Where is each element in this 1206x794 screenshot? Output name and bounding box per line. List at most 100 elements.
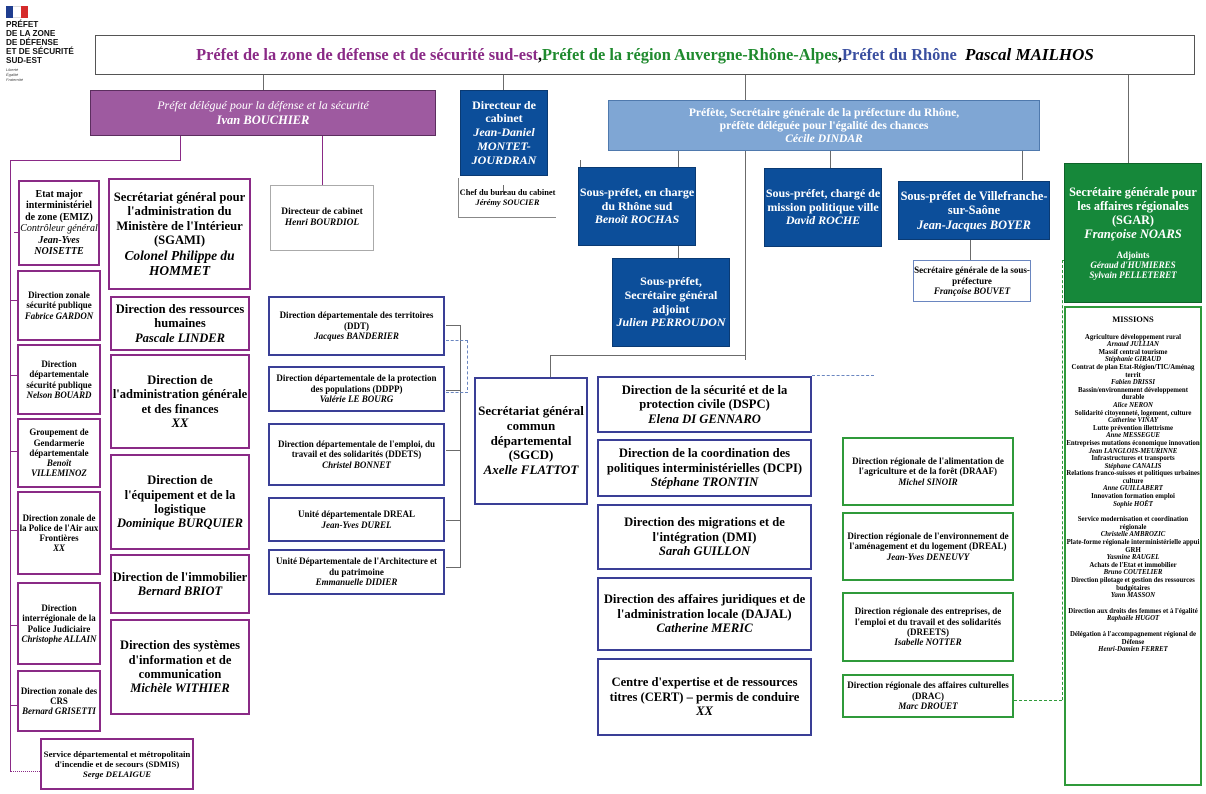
- connector: [10, 771, 40, 772]
- mission-item: Solidarité citoyenneté, logement, cultur…: [1074, 409, 1192, 425]
- regional-dir-box: Direction régionale de l'environnement d…: [842, 512, 1014, 581]
- mission-item: Direction aux droits des femmes et à l'é…: [1068, 607, 1198, 623]
- connector: [10, 160, 11, 772]
- connector: [10, 300, 18, 301]
- missions-box: MISSIONS Agriculture développement rural…: [1064, 306, 1202, 786]
- connector: [830, 150, 831, 168]
- mission-item: Entreprises mutations économique innovat…: [1066, 439, 1200, 455]
- french-flag-icon: [6, 6, 28, 18]
- connector: [10, 375, 18, 376]
- connector: [1062, 260, 1063, 700]
- ddi-box: Direction départementale de l'emploi, du…: [268, 423, 445, 486]
- sous-prefet-adjoint-box: Sous-préfet, Secrétaire général adjoint …: [612, 258, 730, 347]
- left-col-box: Direction zonale de la Police de l'Air a…: [17, 491, 101, 575]
- prefet-name: Pascal MAILHOS: [964, 45, 1094, 64]
- pref-dir-box: Direction des affaires juridiques et de …: [597, 577, 812, 651]
- connector: [446, 392, 468, 393]
- mission-item: Plate-forme régionale interministérielle…: [1066, 539, 1200, 562]
- connector: [10, 530, 18, 531]
- sg-prefecture-box: Préfète, Secrétaire générale de la préfe…: [608, 100, 1040, 151]
- mission-item: Bassin/environnement développement durab…: [1078, 386, 1188, 409]
- regional-dir-box: Direction régionale des entreprises, de …: [842, 592, 1014, 662]
- connector: [812, 375, 874, 376]
- mission-item: Relations franco-suisses et politiques u…: [1066, 470, 1200, 493]
- left-col-box: Direction interrégionale de la Police Ju…: [17, 582, 101, 665]
- connector: [263, 75, 264, 90]
- regional-dir-box: Direction régionale des affaires culture…: [842, 674, 1014, 718]
- ddi-box: Direction départementale des territoires…: [268, 296, 445, 356]
- prefet-delegue-box: Préfet délégué pour la défense et la séc…: [90, 90, 436, 136]
- title-region: Préfet de la région Auvergne-Rhône-Alpes: [542, 45, 838, 64]
- prefet-delegue-title: Préfet délégué pour la défense et la séc…: [157, 97, 369, 112]
- connector: [10, 705, 18, 706]
- mission-item: Direction pilotage et gestion des ressou…: [1071, 577, 1195, 600]
- ddi-box: Unité Départementale de l'Architecture e…: [268, 549, 445, 595]
- connector: [745, 75, 746, 100]
- connector: [503, 75, 504, 90]
- directeur-cabinet-box: Directeur de cabinet Jean-Daniel MONTET-…: [460, 90, 548, 176]
- connector: [322, 135, 323, 185]
- title-rhone: Préfet du Rhône: [842, 45, 957, 64]
- missions-heading: MISSIONS: [1112, 314, 1154, 324]
- regional-dir-box: Direction régionale de l'alimentation de…: [842, 437, 1014, 506]
- mission-item: Contrat de plan Etat-Région/TIC/Aménag t…: [1071, 363, 1195, 387]
- connector: [467, 340, 468, 390]
- sgami-dir-box: Direction de l'administration générale e…: [110, 354, 250, 449]
- pref-dir-box: Direction de la coordination des politiq…: [597, 439, 812, 497]
- connector: [180, 135, 181, 161]
- connector: [10, 625, 18, 626]
- connector: [446, 520, 461, 521]
- sg-sous-prefecture-box: Secrétaire générale de la sous-préfectur…: [913, 260, 1031, 302]
- emiz-box: Etat major interministériel de zone (EMI…: [18, 180, 100, 266]
- sgcd-box: Secrétariat général commun départemental…: [474, 377, 588, 505]
- sdmis-box: Service départemental et métropolitain d…: [40, 738, 194, 790]
- connector: [10, 451, 18, 452]
- connector: [745, 150, 746, 360]
- sgami-box: Secrétariat général pour l'administratio…: [108, 178, 251, 290]
- title-zone-defense: Préfet de la zone de défense et de sécur…: [196, 45, 538, 64]
- pref-dir-box: Direction des migrations et de l'intégra…: [597, 504, 812, 570]
- prefet-delegue-name: Ivan BOUCHIER: [216, 112, 310, 127]
- connector: [970, 240, 971, 260]
- connector: [550, 355, 551, 377]
- connector: [1128, 75, 1129, 163]
- dir-cab-defense-box: Directeur de cabinet Henri BOURDIOL: [270, 185, 374, 251]
- sous-prefet-villefranche-box: Sous-préfet de Villefranche-sur-Saône Je…: [898, 181, 1050, 240]
- connector: [446, 325, 461, 326]
- ddi-box: Direction départementale de la protectio…: [268, 366, 445, 412]
- sgami-dir-box: Direction des systèmes d'information et …: [110, 619, 250, 715]
- chef-bureau-box: Chef du bureau du cabinet Jérémy SOUCIER: [458, 178, 556, 218]
- pref-dir-box: Centre d'expertise et de ressources titr…: [597, 658, 812, 736]
- prefet-title-box: Préfet de la zone de défense et de sécur…: [95, 35, 1195, 75]
- left-col-box: Groupement de Gendarmerie départementale…: [17, 418, 101, 488]
- connector: [10, 160, 180, 161]
- pref-dir-box: Direction de la sécurité et de la protec…: [597, 376, 812, 433]
- connector: [446, 340, 468, 341]
- connector: [460, 325, 461, 567]
- connector: [446, 567, 461, 568]
- mission-item: Délégation à l'accompagnement régional d…: [1069, 630, 1197, 654]
- sgami-dir-box: Direction de l'équipement et de la logis…: [110, 454, 250, 550]
- sous-prefet-sud-box: Sous-préfet, en charge du Rhône sud Beno…: [578, 167, 696, 246]
- sous-prefet-ville-box: Sous-préfet, chargé de mission politique…: [764, 168, 882, 247]
- sgar-box: Secrétaire générale pour les affaires ré…: [1064, 163, 1202, 303]
- connector: [580, 160, 581, 168]
- connector: [503, 185, 504, 195]
- connector: [14, 232, 20, 233]
- connector: [446, 450, 461, 451]
- connector: [1014, 700, 1062, 701]
- connector: [550, 355, 745, 356]
